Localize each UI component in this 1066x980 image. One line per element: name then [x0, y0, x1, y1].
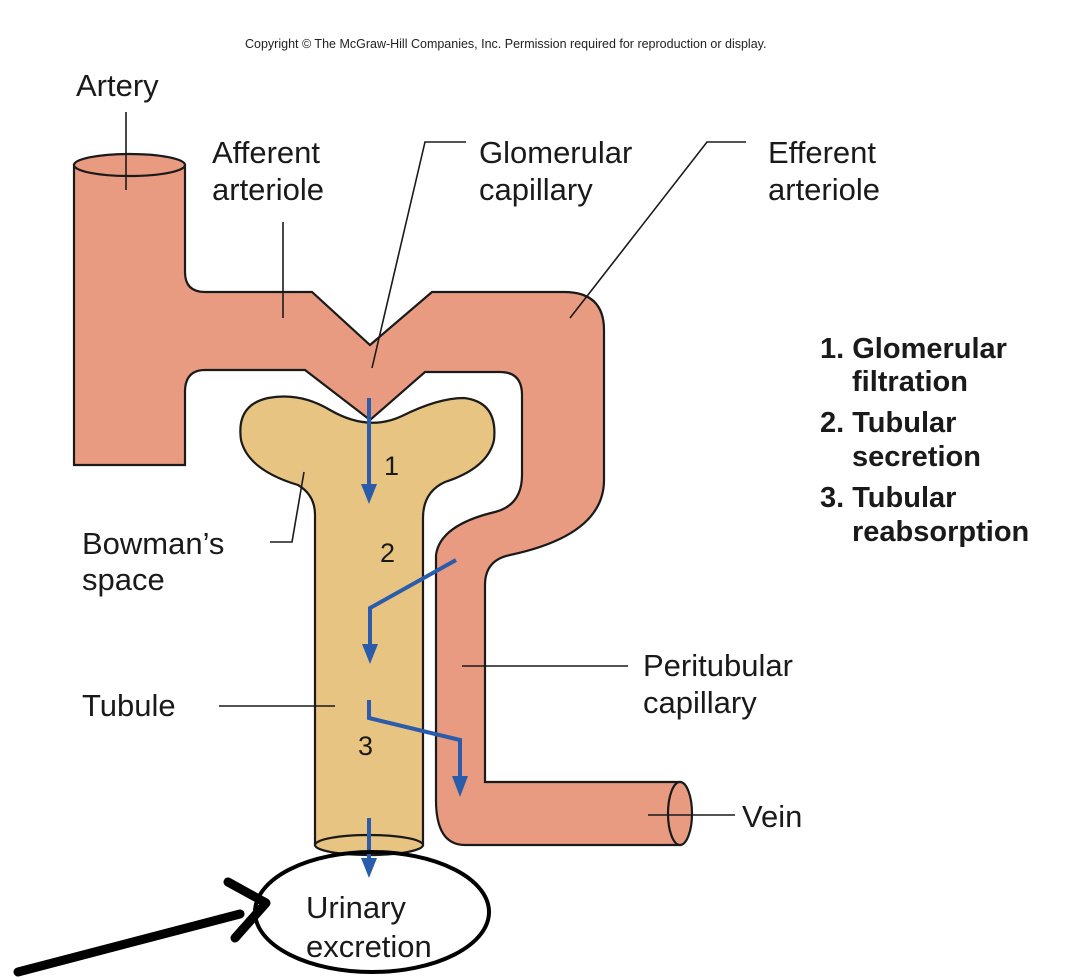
legend-3-line1: 3. Tubular	[820, 482, 956, 514]
vein-opening	[666, 780, 694, 847]
label-peritubular-line2: capillary	[643, 685, 757, 720]
process-legend: 1. Glomerular filtration 2. Tubular secr…	[820, 333, 1029, 548]
structure-labels: Artery Afferent arteriole Glomerular cap…	[76, 68, 880, 834]
efferent-leader	[569, 141, 746, 319]
glomerular-leader	[371, 141, 466, 369]
legend-2-line1: 2. Tubular	[820, 407, 956, 439]
label-bowmans-line2: space	[82, 562, 165, 597]
secretion-arrowhead	[362, 644, 378, 664]
label-efferent-line2: arteriole	[768, 172, 880, 207]
label-afferent-line2: arteriole	[212, 172, 324, 207]
label-urinary-line1: Urinary	[306, 890, 406, 925]
label-vein: Vein	[742, 799, 802, 834]
legend-1-line1: 1. Glomerular	[820, 333, 1007, 365]
label-bowmans-line1: Bowman’s	[82, 526, 224, 561]
excretion-arrowhead	[361, 858, 377, 878]
label-peritubular-line1: Peritubular	[643, 648, 793, 683]
pointer-arrow-head	[223, 877, 271, 943]
step-numbers: 1 2 3	[358, 451, 399, 761]
hand-annotation: Urinary excretion	[13, 850, 491, 977]
label-glomerular-line2: capillary	[479, 172, 593, 207]
vessel-network	[72, 163, 682, 847]
label-tubule: Tubule	[82, 688, 176, 723]
bowmans-leader	[270, 471, 305, 543]
tubule-shape	[239, 395, 496, 847]
flow-arrows	[361, 398, 468, 878]
blood-vessels	[72, 152, 694, 847]
artery-opening	[72, 152, 187, 178]
secretion-arrow	[368, 558, 457, 648]
reabsorption-arrowhead	[452, 776, 468, 797]
label-glomerular-line1: Glomerular	[479, 135, 632, 170]
label-efferent-line1: Efferent	[768, 135, 876, 170]
copyright-notice: Copyright © The McGraw-Hill Companies, I…	[245, 37, 766, 51]
legend-3-line2: reabsorption	[852, 516, 1029, 548]
pointer-arrow-shaft	[13, 909, 245, 977]
label-afferent-line1: Afferent	[212, 135, 320, 170]
leader-lines	[125, 112, 746, 816]
label-urinary-line2: excretion	[306, 929, 432, 964]
legend-1-line2: filtration	[852, 366, 968, 398]
label-artery: Artery	[76, 68, 159, 103]
step-number-3: 3	[358, 731, 373, 761]
legend-2-line2: secretion	[852, 441, 981, 473]
filtration-arrowhead	[361, 484, 377, 504]
step-number-2: 2	[380, 538, 395, 568]
step-number-1: 1	[384, 451, 399, 481]
reabsorption-arrow	[367, 700, 462, 780]
